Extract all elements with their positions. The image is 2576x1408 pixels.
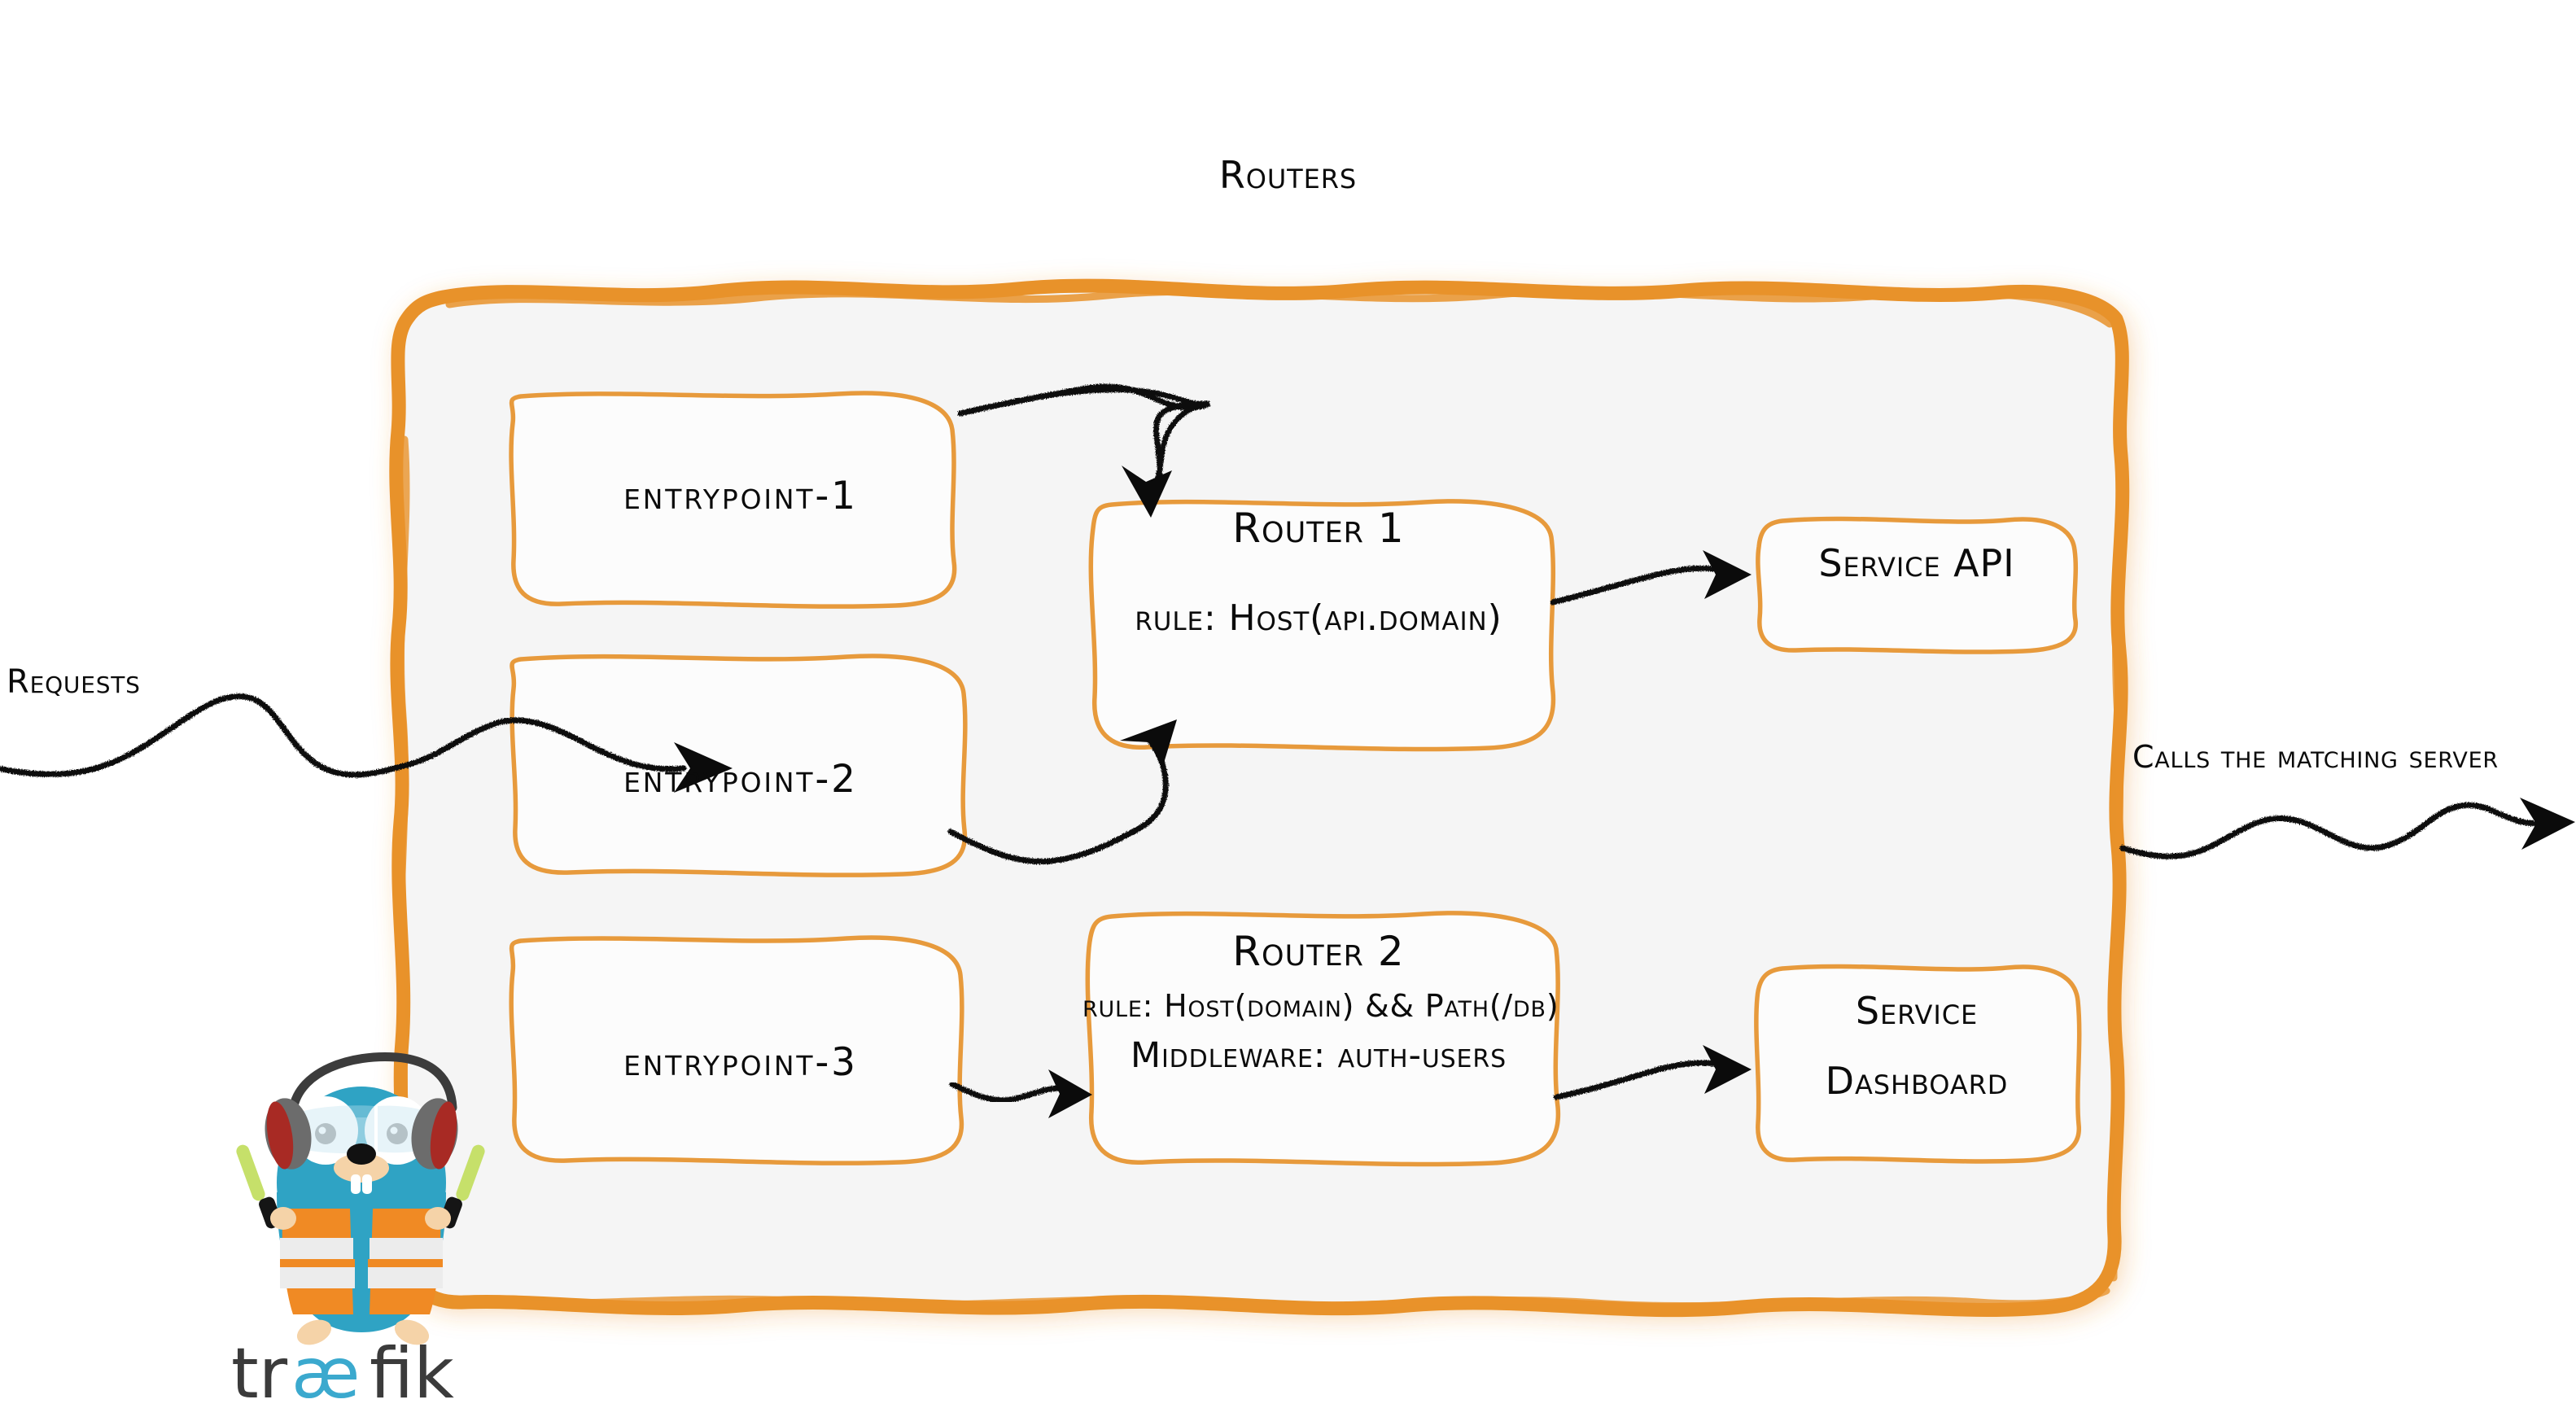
vest-gap-left bbox=[280, 1259, 355, 1267]
arrowhead-ep3-router2 bbox=[1048, 1069, 1092, 1118]
traefik-gopher-mascot: tr æ fik bbox=[231, 1052, 485, 1408]
entrypoint-2-label: entrypoint-2 bbox=[623, 757, 858, 802]
page-title: Routers bbox=[1218, 153, 1358, 197]
vest-gap-right bbox=[368, 1259, 443, 1267]
vest-stripe-right-upper bbox=[370, 1238, 443, 1262]
requests-label: Requests bbox=[7, 663, 141, 701]
arrow-router1-to-serviceapi bbox=[1550, 565, 1722, 606]
vest-stripe-left-upper bbox=[280, 1238, 353, 1262]
wordmark-part3: fik bbox=[370, 1333, 454, 1408]
router-1-content: Router 1 rule: Host(api.domain) bbox=[1091, 505, 1546, 639]
gopher-snout bbox=[334, 1153, 389, 1183]
arrowhead-ep2-router1 bbox=[1120, 719, 1177, 768]
vest-stripe-left-lower bbox=[280, 1267, 355, 1288]
calls-server-outbound-arrow bbox=[2119, 802, 2541, 859]
gopher-foot-right bbox=[394, 1319, 430, 1345]
gopher-tooth-right bbox=[362, 1174, 372, 1194]
gopher-eye-glint-left bbox=[318, 1126, 326, 1135]
gopher-nose bbox=[347, 1143, 376, 1165]
arrow-entrypoint2-to-router1 bbox=[947, 739, 1169, 865]
entrypoint-1-label: entrypoint-1 bbox=[623, 474, 858, 518]
wordmark-part1: tr bbox=[231, 1333, 288, 1408]
router-2-middleware: Middleware: auth-users bbox=[1131, 1035, 1507, 1076]
router-2-rule: rule: Host(domain) && Path(/db) bbox=[1082, 988, 1559, 1024]
service-api-content: Service API bbox=[1762, 541, 2071, 585]
service-api-box bbox=[1756, 516, 2079, 654]
wordmark-part2: æ bbox=[291, 1333, 360, 1408]
service-api-label: Service API bbox=[1818, 541, 2015, 585]
arrow-entrypoint1-to-router1 bbox=[957, 383, 1211, 503]
arrow-entrypoint3-to-router2 bbox=[949, 1081, 1069, 1104]
marshalling-wand-left bbox=[236, 1144, 296, 1230]
gopher-foot-left bbox=[296, 1319, 332, 1345]
service-dashboard-content: Service Dashboard bbox=[1762, 989, 2071, 1103]
router-1-rule: rule: Host(api.domain) bbox=[1135, 597, 1502, 639]
calls-matching-server-label: Calls the matching server bbox=[2132, 739, 2499, 775]
gopher-tooth-left bbox=[351, 1174, 361, 1194]
arrowhead-router1-serviceapi bbox=[1703, 550, 1752, 599]
goggle-lens-left bbox=[298, 1105, 374, 1154]
arrowhead-router2-servicedashboard bbox=[1703, 1045, 1752, 1094]
calls-server-arrowhead bbox=[2520, 798, 2575, 850]
arrow-router2-to-servicedashboard bbox=[1553, 1060, 1722, 1100]
router-1-title: Router 1 bbox=[1232, 505, 1405, 552]
service-dashboard-label-line1: Service bbox=[1855, 989, 1979, 1033]
entrypoint-3-label: entrypoint-3 bbox=[623, 1040, 858, 1085]
service-dashboard-label-line2: Dashboard bbox=[1825, 1059, 2009, 1103]
headphone-cup-left bbox=[265, 1098, 312, 1170]
vest-stripe-right-lower bbox=[368, 1267, 443, 1288]
traefik-wordmark: tr æ fik bbox=[231, 1333, 454, 1408]
router-2-content: Router 2 rule: Host(domain) && Path(/db)… bbox=[1082, 928, 1559, 1076]
router-2-title: Router 2 bbox=[1232, 928, 1405, 975]
